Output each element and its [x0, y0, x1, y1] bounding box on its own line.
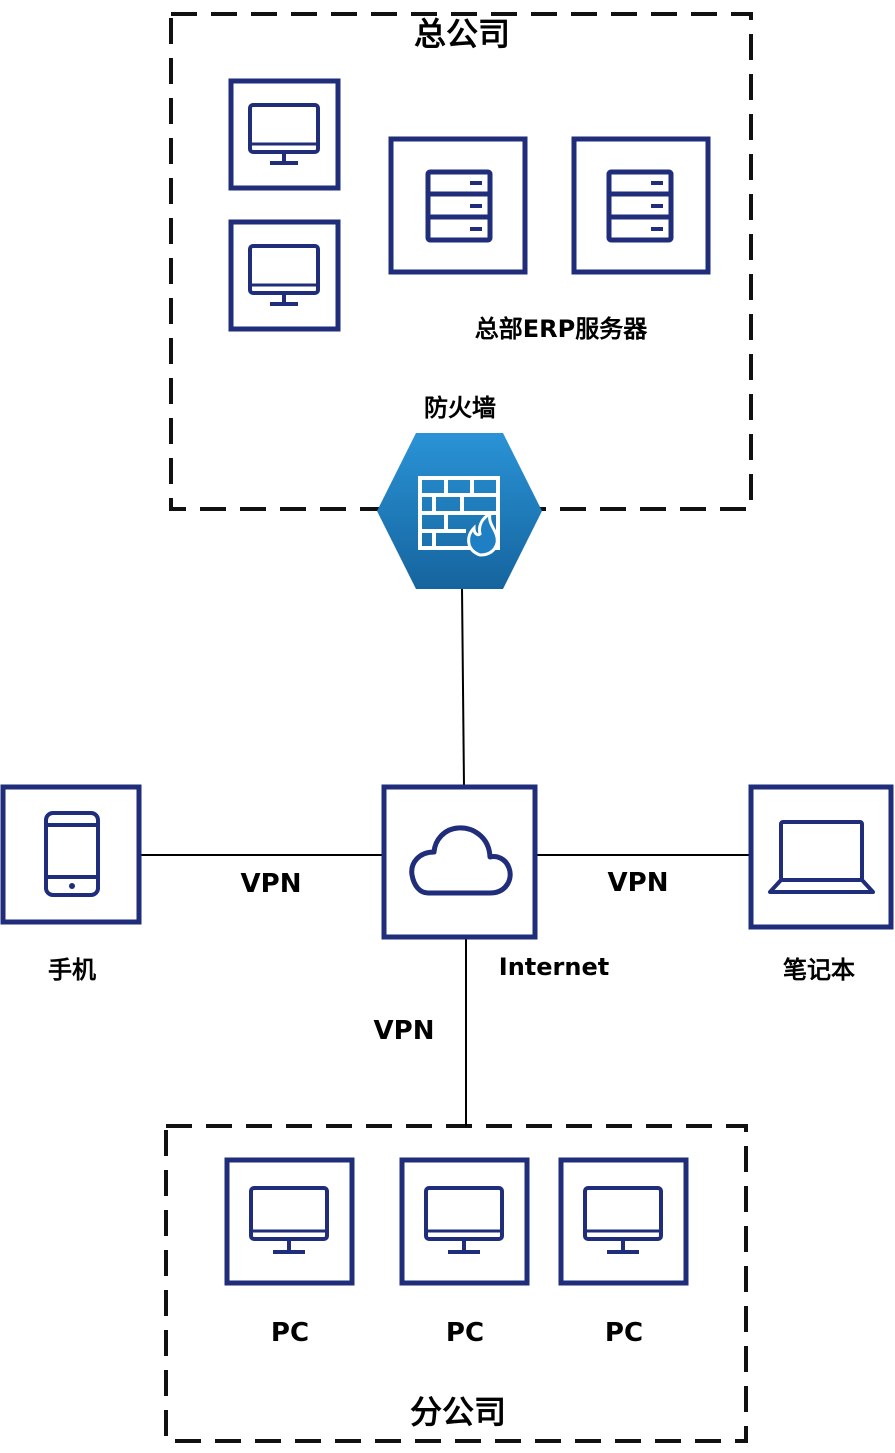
branch-title: 分公司	[409, 1393, 507, 1431]
branch-boundary	[164, 1124, 748, 1443]
branch-pc-1-label: PC	[270, 1318, 310, 1348]
laptop-node	[748, 784, 894, 930]
monitor-icon	[249, 1186, 329, 1254]
laptop-label: 笔记本	[783, 956, 855, 984]
phone-icon	[44, 811, 100, 897]
hq-monitor-2	[228, 219, 341, 332]
server-icon	[606, 169, 674, 243]
branch-pc-2	[399, 1157, 530, 1286]
monitor-icon	[248, 103, 320, 165]
flame-icon	[467, 511, 499, 557]
hq-monitor-1	[228, 78, 341, 191]
monitor-icon	[583, 1186, 663, 1254]
mobile-label: 手机	[48, 956, 96, 984]
monitor-icon	[248, 244, 320, 306]
mobile-vpn-label: VPN	[240, 869, 302, 899]
branch-pc-1	[224, 1157, 355, 1286]
branch-pc-2-label: PC	[445, 1318, 485, 1348]
erp-server-label: 总部ERP服务器	[474, 315, 648, 343]
laptop-icon	[768, 820, 875, 894]
erp-server-1	[388, 136, 528, 275]
laptop-vpn-label: VPN	[607, 868, 669, 898]
headquarters-title: 总公司	[413, 15, 511, 53]
mobile-node	[0, 784, 142, 925]
internet-node	[381, 784, 538, 940]
branch-vpn-label: VPN	[373, 1016, 435, 1046]
cloud-icon	[409, 825, 513, 896]
firewall-icon	[418, 476, 500, 550]
firewall-label: 防火墙	[424, 394, 496, 422]
erp-server-2	[571, 136, 711, 275]
internet-label: Internet	[498, 953, 610, 981]
server-icon	[425, 169, 493, 243]
branch-pc-3-label: PC	[604, 1318, 644, 1348]
monitor-icon	[424, 1186, 504, 1254]
firewall-node	[377, 433, 542, 589]
branch-pc-3	[558, 1157, 689, 1286]
firewall-internet-link	[461, 587, 465, 788]
